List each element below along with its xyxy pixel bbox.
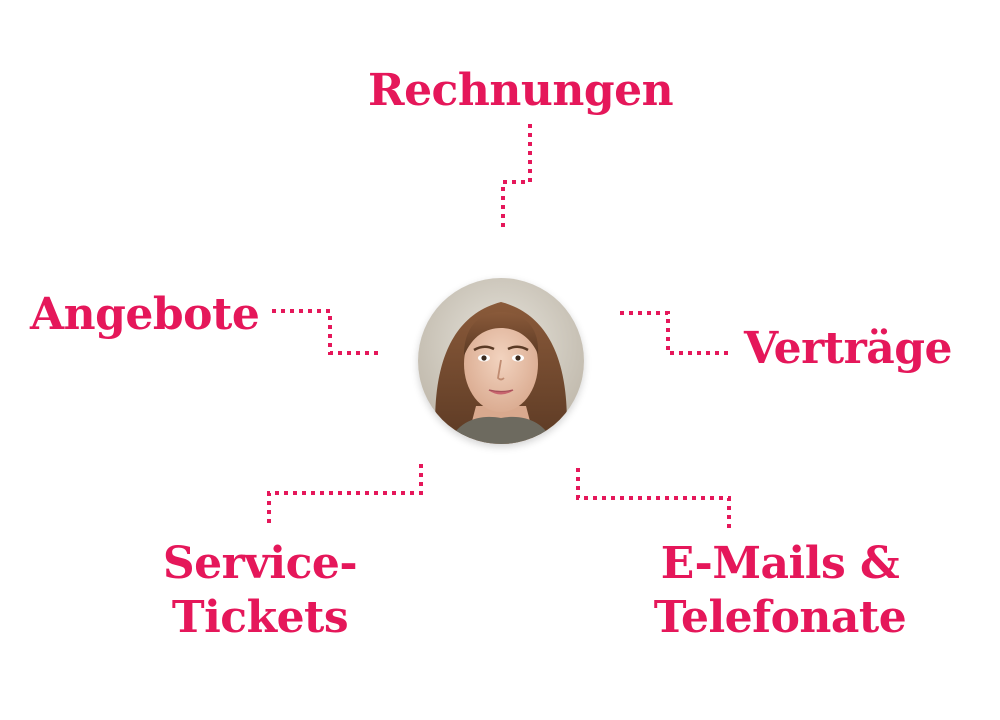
connector-right <box>620 311 728 355</box>
label-emails-telefonate-line-1: E-Mails & <box>660 538 900 589</box>
label-emails-telefonate: E-Mails & Telefonate <box>640 537 920 645</box>
label-service-tickets-line-2: Tickets <box>171 592 349 643</box>
connector-left <box>272 309 382 355</box>
connector-bottom-right <box>576 468 731 532</box>
label-vertraege: Verträge <box>744 323 953 374</box>
label-service-tickets: Service- Tickets <box>140 537 380 645</box>
label-rechnungen: Rechnungen <box>368 65 674 116</box>
label-service-tickets-line-1: Service- <box>162 538 358 589</box>
connector-top <box>501 124 532 232</box>
person-portrait-icon <box>418 278 584 444</box>
person-avatar <box>418 278 584 444</box>
connector-bottom-left <box>267 464 423 528</box>
label-emails-telefonate-line-2: Telefonate <box>653 592 907 643</box>
label-angebote: Angebote <box>30 289 260 340</box>
